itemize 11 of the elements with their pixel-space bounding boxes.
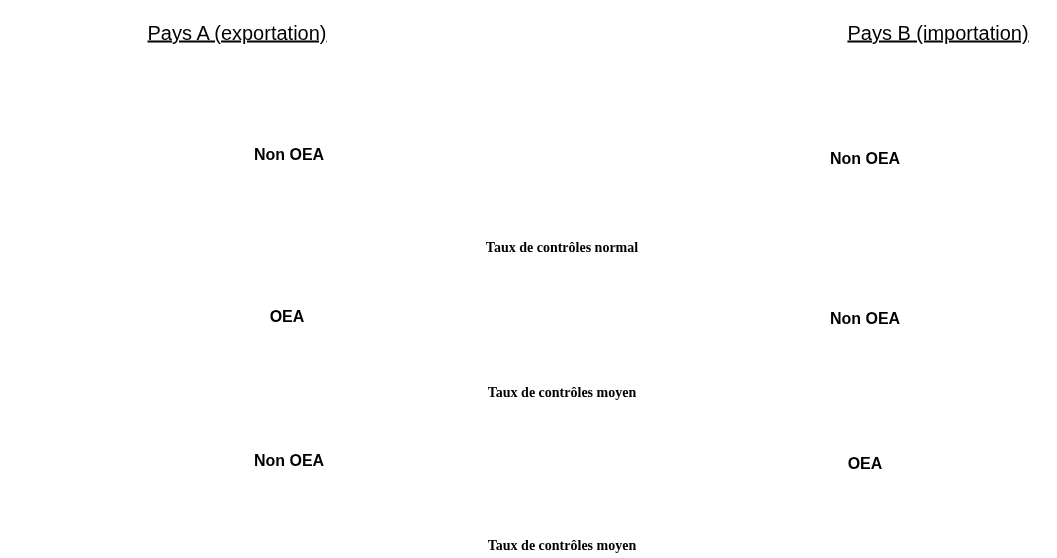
status-label: Non OEA [253,146,325,164]
control-rate-label: Taux de contrôles moyen [487,538,637,554]
status-label: Non OEA [829,310,901,328]
status-label: Non OEA [829,150,901,168]
status-label: OEA [847,455,883,473]
column-heading: Pays B (importation) [847,21,1029,45]
column-heading: Pays A (exportation) [147,21,327,45]
control-rate-label: Taux de contrôles normal [485,240,639,256]
status-label: OEA [269,308,305,326]
status-label: Non OEA [253,452,325,470]
control-rate-label: Taux de contrôles moyen [487,385,637,401]
